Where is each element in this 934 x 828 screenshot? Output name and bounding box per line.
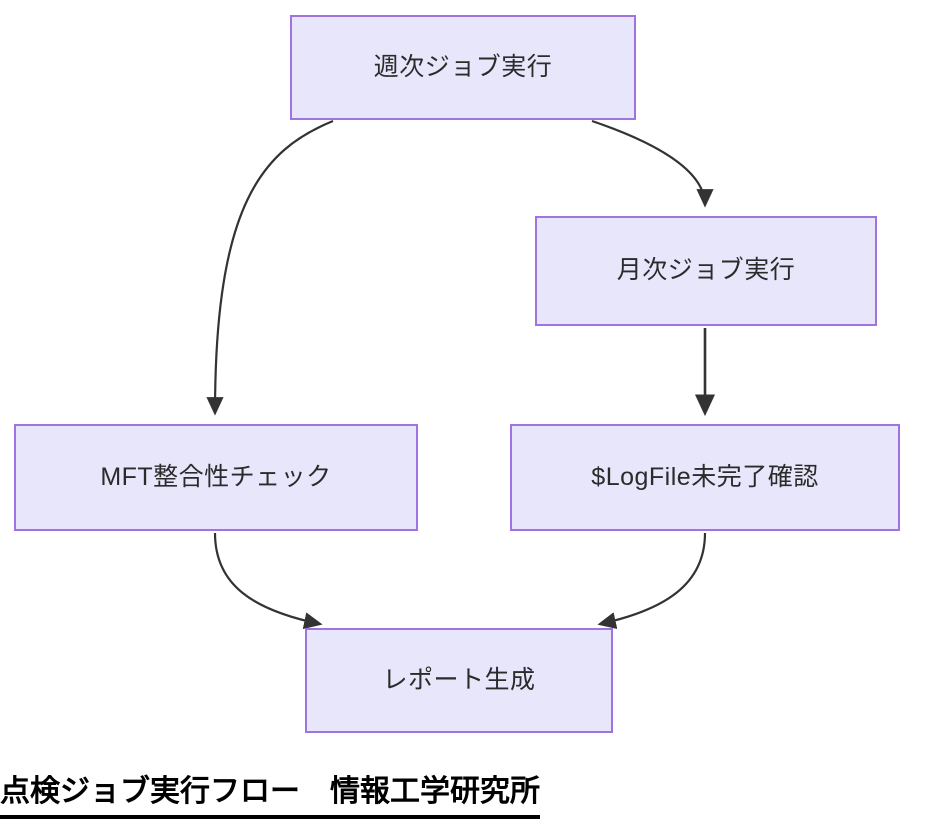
flow-node-mft-check[interactable]: MFT整合性チェック: [14, 424, 418, 531]
edge-mft-to-report: [213, 532, 323, 630]
flow-node-mft-check-label: MFT整合性チェック: [100, 462, 332, 491]
flow-node-monthly-job[interactable]: 月次ジョブ実行: [535, 216, 877, 326]
flowchart-canvas: 週次ジョブ実行 月次ジョブ実行 MFT整合性チェック $LogFile未完了確認…: [14, 15, 900, 733]
edge-weekly-to-mft: [206, 119, 334, 416]
diagram-caption: 点検ジョブ実行フロー 情報工学研究所: [0, 775, 934, 828]
flow-node-report-generation[interactable]: レポート生成: [305, 628, 613, 733]
flow-node-report-generation-label: レポート生成: [382, 665, 536, 694]
diagram-caption-text: 点検ジョブ実行フロー 情報工学研究所: [0, 775, 540, 819]
edge-logfile-to-report: [597, 532, 707, 629]
flow-node-logfile-check[interactable]: $LogFile未完了確認: [510, 424, 900, 531]
flow-node-monthly-job-label: 月次ジョブ実行: [616, 256, 796, 285]
flow-node-weekly-job[interactable]: 週次ジョブ実行: [290, 15, 636, 120]
flow-node-weekly-job-label: 週次ジョブ実行: [373, 52, 553, 81]
flow-node-logfile-check-label: $LogFile未完了確認: [591, 462, 819, 491]
edge-weekly-to-monthly: [591, 119, 714, 208]
